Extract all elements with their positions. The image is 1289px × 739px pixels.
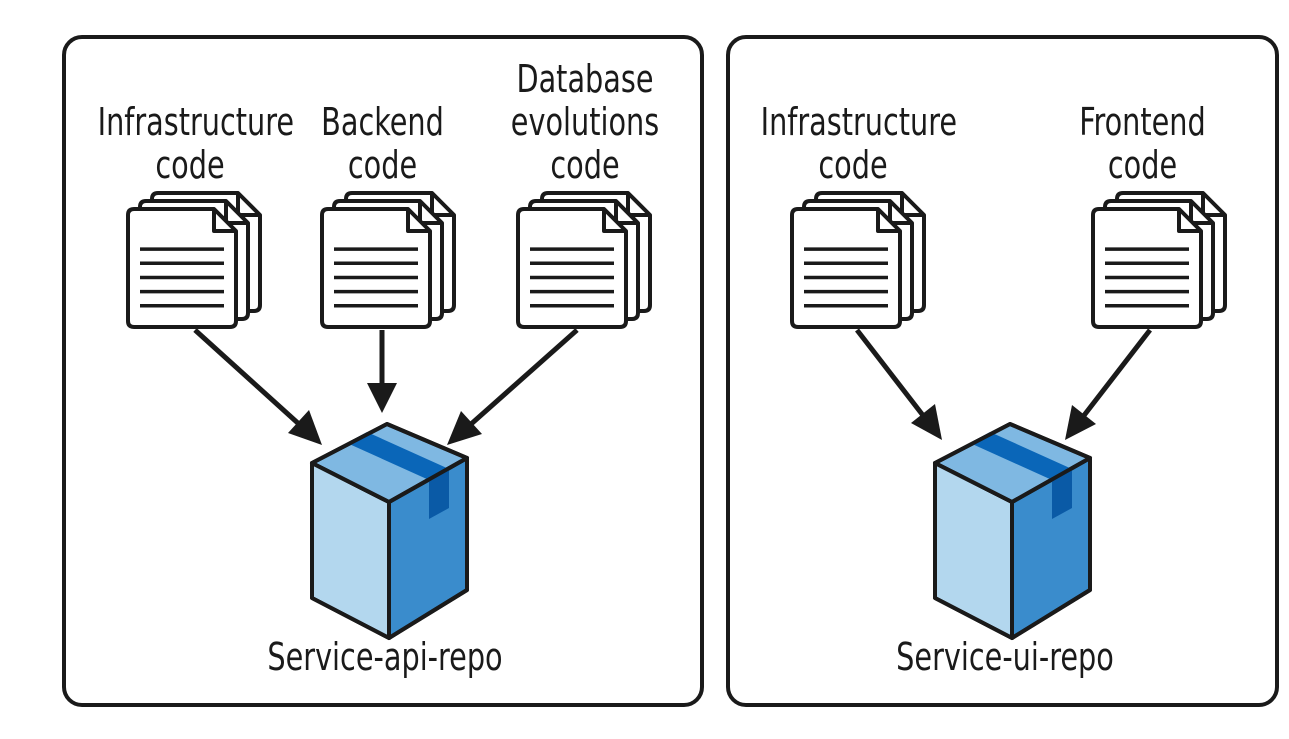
source-label-infrastructure-code: Infrastructure code <box>760 100 958 187</box>
repo-label-service-ui: Service-ui-repo <box>896 635 1114 679</box>
source-label-backend-code: Backend code <box>321 100 444 187</box>
arrows-left <box>193 328 579 445</box>
package-box-icon <box>933 422 1092 640</box>
arrowhead-icon <box>288 410 322 445</box>
document-stacks <box>126 191 1227 329</box>
arrowhead-icon <box>1065 405 1096 440</box>
document-stack-icon <box>126 191 262 329</box>
arrowhead-icon <box>447 411 482 445</box>
arrowhead-icon <box>911 404 942 440</box>
package-boxes <box>310 422 1092 640</box>
arrowhead-icon <box>367 383 397 413</box>
document-stack-icon <box>320 191 456 329</box>
repo-label-service-api: Service-api-repo <box>267 635 503 679</box>
arrow-icon <box>468 328 579 427</box>
source-label-database-evolutions-code: Database evolutions code <box>510 57 660 187</box>
source-label-frontend-code: Frontend code <box>1079 100 1206 187</box>
document-stack-icon <box>790 191 926 329</box>
arrow-icon <box>1080 328 1152 420</box>
package-box-icon <box>310 422 469 640</box>
document-stack-icon <box>1091 191 1227 329</box>
source-label-infrastructure-code: Infrastructure code <box>97 100 295 187</box>
document-stack-icon <box>516 191 652 329</box>
arrows-right <box>855 328 1152 440</box>
arrow-icon <box>193 328 302 427</box>
arrow-icon <box>855 328 927 420</box>
